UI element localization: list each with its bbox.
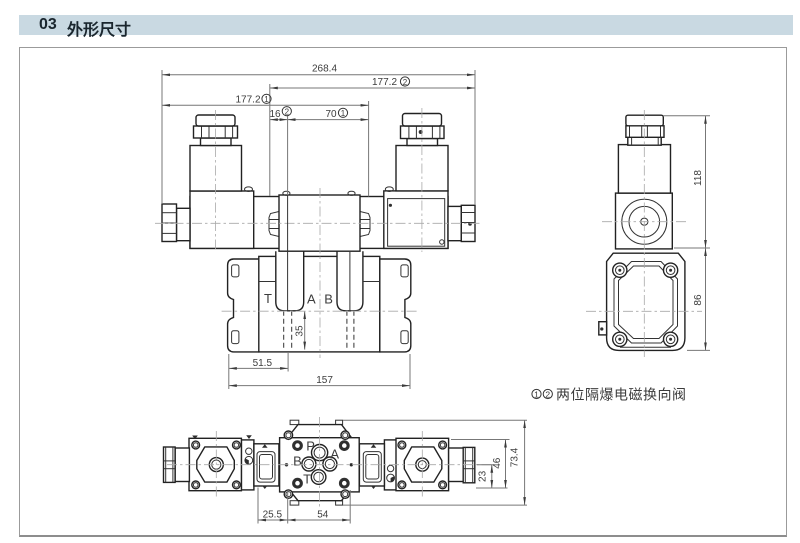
- svg-text:23: 23: [478, 470, 489, 482]
- svg-text:35: 35: [295, 325, 306, 337]
- svg-text:51.5: 51.5: [253, 358, 273, 369]
- svg-text:16: 16: [269, 109, 281, 120]
- svg-text:157: 157: [316, 375, 333, 386]
- svg-text:A: A: [330, 446, 339, 461]
- svg-text:268.4: 268.4: [312, 64, 337, 75]
- svg-text:2: 2: [403, 78, 408, 87]
- svg-text:两位隔爆电磁换向阀: 两位隔爆电磁换向阀: [556, 387, 687, 403]
- svg-text:25.5: 25.5: [263, 510, 283, 521]
- svg-text:P: P: [306, 438, 315, 453]
- svg-text:B: B: [324, 291, 333, 306]
- svg-text:177.2: 177.2: [372, 77, 397, 88]
- svg-text:1: 1: [264, 95, 269, 104]
- svg-text:54: 54: [317, 510, 329, 521]
- svg-text:B: B: [293, 453, 302, 468]
- svg-text:2: 2: [285, 108, 290, 117]
- svg-text:T: T: [303, 472, 311, 487]
- svg-text:177.2: 177.2: [235, 94, 260, 105]
- svg-text:73.4: 73.4: [510, 447, 521, 467]
- svg-text:70: 70: [325, 109, 337, 120]
- svg-text:118: 118: [693, 170, 704, 186]
- svg-text:86: 86: [693, 294, 704, 306]
- svg-text:46: 46: [492, 457, 503, 469]
- svg-text:1: 1: [341, 109, 346, 118]
- svg-text:A: A: [307, 291, 316, 306]
- svg-text:1: 1: [534, 389, 539, 399]
- svg-text:T: T: [264, 291, 272, 306]
- svg-text:2: 2: [545, 389, 550, 399]
